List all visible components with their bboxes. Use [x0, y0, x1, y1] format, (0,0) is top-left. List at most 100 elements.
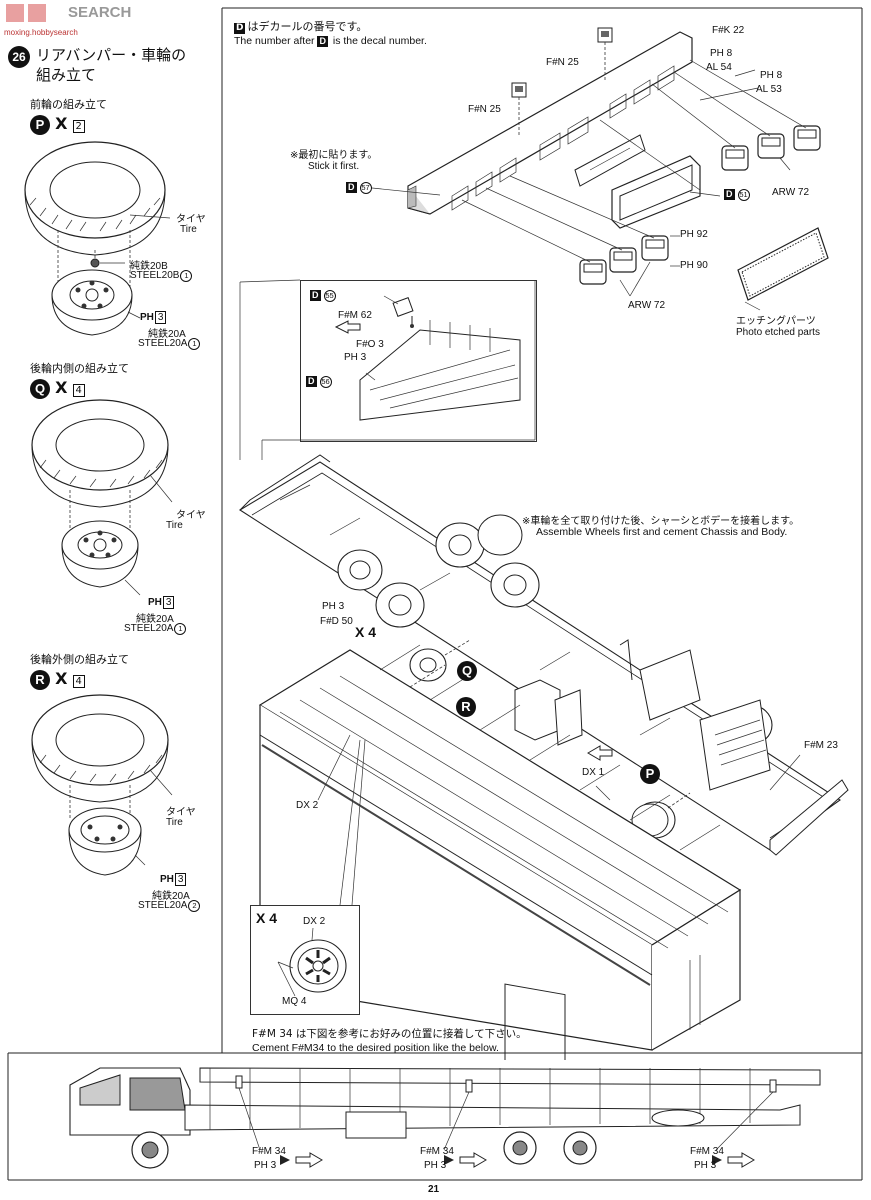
inset-label-fo3: F#O 3: [356, 339, 384, 350]
direction-arrow-icon: [587, 745, 613, 761]
rear-bumper-drawing: [371, 27, 829, 311]
rim-icon: [68, 807, 142, 876]
wheel-icon: [337, 514, 540, 628]
assembly-letter-q: Q: [30, 379, 50, 399]
inset-wheel-x4: X 4: [256, 910, 278, 926]
step-number: 26: [8, 46, 30, 68]
label-ph8-b: PH 8: [760, 70, 783, 81]
label-arw72-right: ARW 72: [772, 187, 810, 198]
rear-inner-heading: 後輪内側の組み立て: [30, 362, 129, 375]
inset-wheel-mq4: MQ 4: [282, 996, 307, 1007]
label-ph8-a: PH 8: [710, 48, 733, 59]
label-fk22: F#K 22: [712, 25, 745, 36]
hubcap-icon: [289, 939, 347, 993]
inset-wheel-dx2: DX 2: [303, 916, 326, 927]
label-arw72-bottom: ARW 72: [628, 300, 666, 311]
side-label-ph3-1: PH 3: [254, 1160, 277, 1171]
wheel-icon: [131, 1109, 705, 1169]
rear-outer-tire-en: Tire: [166, 817, 183, 828]
front-tire-label-jp: タイヤ: [176, 214, 206, 225]
inset-rear-detail-drawing: [239, 279, 536, 460]
step-title-line1: リアバンパー・車輪の: [36, 46, 187, 64]
rear-inner-part-jp: 純鉄20A: [136, 614, 174, 625]
watermark-site: moxing.hobbysearch: [4, 28, 78, 37]
side-label-ph3-2: PH 3: [424, 1160, 447, 1171]
side-label-fm34-3: F#M 34: [690, 1146, 724, 1157]
label-stick-jp: ※最初に貼ります。: [290, 150, 378, 161]
label-fn25-left: F#N 25: [468, 104, 501, 115]
label-stick-en: Stick it first.: [308, 161, 360, 172]
decal-note-en: The number after D is the decal number.: [234, 35, 427, 47]
assembly-letter-q-main: Q: [457, 661, 477, 681]
tire-icon: [31, 694, 169, 803]
rear-outer-tire-jp: タイヤ: [166, 807, 196, 818]
inset-label-ph3: PH 3: [344, 352, 367, 363]
side-label-fm34-1: F#M 34: [252, 1146, 286, 1157]
step-title-line2: 組み立て: [36, 66, 97, 84]
assembly-note-jp: ※車輪を全て取り付けた後、シャーシとボデーを接着します。: [522, 516, 800, 527]
assembly-note-en: Assemble Wheels first and cement Chassis…: [536, 526, 788, 538]
rear-light-icon: [579, 235, 669, 285]
watermark-text: SEARCH: [68, 4, 132, 21]
front-part1-jp: 純鉄20B: [130, 261, 168, 272]
rear-outer-part-jp: 純鉄20A: [152, 891, 190, 902]
page-number: 21: [428, 1184, 440, 1195]
rear-outer-wheel-drawing: [31, 694, 173, 876]
assembly-letter-r-main: R: [456, 697, 476, 717]
rear-outer-count: R X 4: [30, 669, 85, 690]
assembly-letter-p-main: P: [640, 764, 660, 784]
rim-icon: [51, 258, 133, 336]
rim-icon: [61, 520, 139, 588]
side-label-fm34-2: F#M 34: [420, 1146, 454, 1157]
inset-label-fm62: F#M 62: [338, 310, 372, 321]
count-x: X: [55, 114, 68, 133]
rear-inner-wheel-drawing: [31, 399, 173, 596]
rear-inner-tire-jp: タイヤ: [176, 510, 206, 521]
label-al53: AL 53: [756, 84, 782, 95]
rear-outer-heading: 後輪外側の組み立て: [30, 653, 129, 666]
front-part2-jp: 純鉄20A: [148, 329, 186, 340]
side-label-ph3-3: PH 3: [694, 1160, 717, 1171]
label-fm23: F#M 23: [804, 740, 838, 751]
front-tire-label-en: Tire: [180, 224, 197, 235]
front-heading: 前輪の組み立て: [30, 98, 107, 111]
count-triangle: 2: [72, 120, 85, 133]
bottom-note-en: Cement F#M34 to the desired position lik…: [252, 1042, 499, 1054]
label-fd50: F#D 50: [320, 616, 353, 627]
label-ph3-main: PH 3: [322, 601, 345, 612]
rear-inner-tire-en: Tire: [166, 520, 183, 531]
front-count: P X 2: [30, 114, 85, 135]
tire-icon: [24, 141, 166, 256]
assembly-letter-r: R: [30, 670, 50, 690]
tire-icon: [31, 399, 169, 508]
bottom-note-jp: F#M 34 は下図を参考にお好みの位置に接着して下さい。: [252, 1028, 527, 1040]
rear-light-icon: [721, 125, 821, 171]
label-x4-main: X 4: [355, 624, 377, 640]
watermark-logo-icon: [6, 4, 46, 22]
watermark-logo: [4, 2, 64, 38]
label-ph90: PH 90: [680, 260, 708, 271]
assembly-letter-p: P: [30, 115, 50, 135]
inset-arrow-icon: [334, 320, 361, 334]
label-etched-en: Photo etched parts: [736, 327, 820, 338]
rear-inner-count: Q X 4: [30, 378, 85, 399]
label-fn25-top: F#N 25: [546, 57, 579, 68]
label-dx1: DX 1: [582, 767, 605, 778]
label-dx2: DX 2: [296, 800, 319, 811]
label-al54: AL 54: [706, 62, 732, 73]
front-wheel-drawing: [24, 141, 171, 336]
